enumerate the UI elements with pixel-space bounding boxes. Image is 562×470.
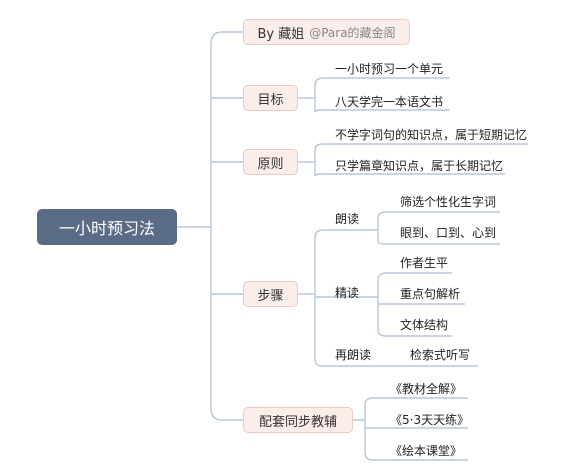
intensive-item: 重点句解析 bbox=[400, 287, 461, 301]
read-item: 眼到、口到、心到 bbox=[400, 226, 497, 240]
read-item: 筛选个性化生字词 bbox=[400, 195, 497, 209]
branch-principle: 原则 bbox=[243, 149, 298, 175]
author-handle: @Para的藏金阁 bbox=[309, 25, 396, 40]
substep-intensive: 精读 bbox=[335, 286, 360, 300]
intensive-item: 作者生平 bbox=[400, 256, 449, 270]
connector-goal-items bbox=[298, 77, 450, 113]
author-credit-box: By 藏姐 @Para的藏金阁 bbox=[243, 19, 410, 45]
substep-reread: 再朗读 bbox=[335, 348, 372, 362]
principle-item: 只学篇章知识点，属于长期记忆 bbox=[335, 159, 504, 173]
reread-item: 检索式听写 bbox=[410, 348, 471, 362]
connector-trunk bbox=[210, 31, 243, 421]
material-item: 《教材全解》 bbox=[390, 382, 463, 396]
branch-steps: 步骤 bbox=[243, 281, 298, 307]
branch-goal: 目标 bbox=[243, 85, 298, 111]
goal-item: 一小时预习一个单元 bbox=[335, 62, 444, 76]
author-by: By 藏姐 bbox=[257, 26, 305, 42]
material-item: 《绘本课堂》 bbox=[390, 444, 463, 458]
intensive-item: 文体结构 bbox=[400, 318, 449, 332]
connector-materials-items bbox=[353, 397, 468, 461]
substep-read: 朗读 bbox=[335, 212, 360, 226]
branch-materials: 配套同步教辅 bbox=[243, 407, 353, 433]
material-item: 《5·3天天练》 bbox=[390, 413, 470, 427]
connector-principle-items bbox=[298, 143, 528, 177]
connector-read-items bbox=[370, 211, 500, 245]
goal-item: 八天学完一本语文书 bbox=[335, 95, 444, 109]
root-topic: 一小时预习法 bbox=[37, 209, 177, 245]
connector-steps-substeps bbox=[298, 229, 370, 367]
principle-item: 不学字词句的知识点，属于短期记忆 bbox=[335, 128, 528, 142]
connector-intensive-items bbox=[370, 272, 465, 337]
